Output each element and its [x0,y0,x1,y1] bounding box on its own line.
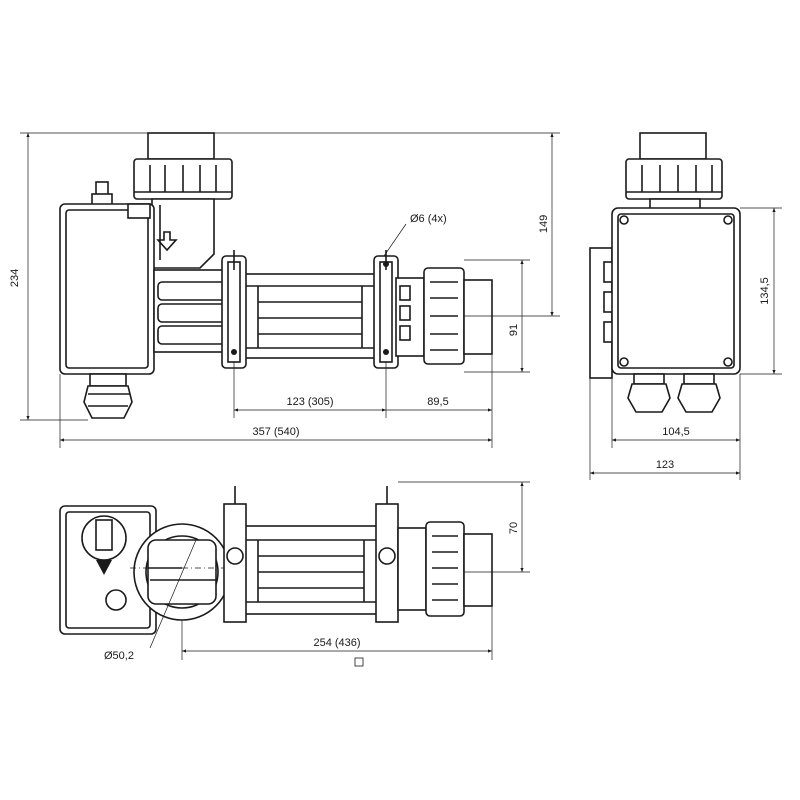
side-view [589,132,741,413]
dim-top-height: 70 [508,522,520,534]
cable-gland-front [83,373,133,419]
dim-box-width: 104,5 [662,426,690,438]
top-dimensions [149,481,530,660]
cable-glands-side [627,373,721,413]
dim-body-length: 254 (436) [313,637,360,649]
square-marker [354,657,364,667]
clamp-front-2 [373,250,399,369]
dim-total-length: 357 (540) [252,426,299,438]
electrical-box-front [59,203,155,375]
dim-height-upper: 149 [538,215,550,233]
dim-clamp-spacing: 123 (305) [286,396,333,408]
clamp-top-1 [223,486,247,623]
clamp-top-2 [375,486,399,623]
electrical-box-side [611,207,741,375]
dim-clamp-hole: Ø6 (4x) [410,213,447,225]
right-union-front [395,267,493,365]
dim-pipe-diameter: Ø50,2 [104,650,134,662]
top-union [133,132,233,200]
flow-arrow-icon [156,231,178,252]
dim-pipe-height: 91 [508,324,520,336]
top-view [59,486,493,635]
front-view [59,132,493,419]
dim-side-width: 123 [656,459,674,471]
clamp-label-1: I [233,489,236,501]
clamp-front-1 [221,250,247,369]
dim-height-total: 234 [9,269,21,287]
dim-union-length: 89,5 [427,396,448,408]
side-dimensions [589,207,782,480]
dim-box-height: 134,5 [759,277,771,305]
front-dimensions [20,132,560,448]
clamp-label-2: I [385,489,388,501]
right-union-top [397,521,493,617]
electrical-box-top [59,505,157,635]
